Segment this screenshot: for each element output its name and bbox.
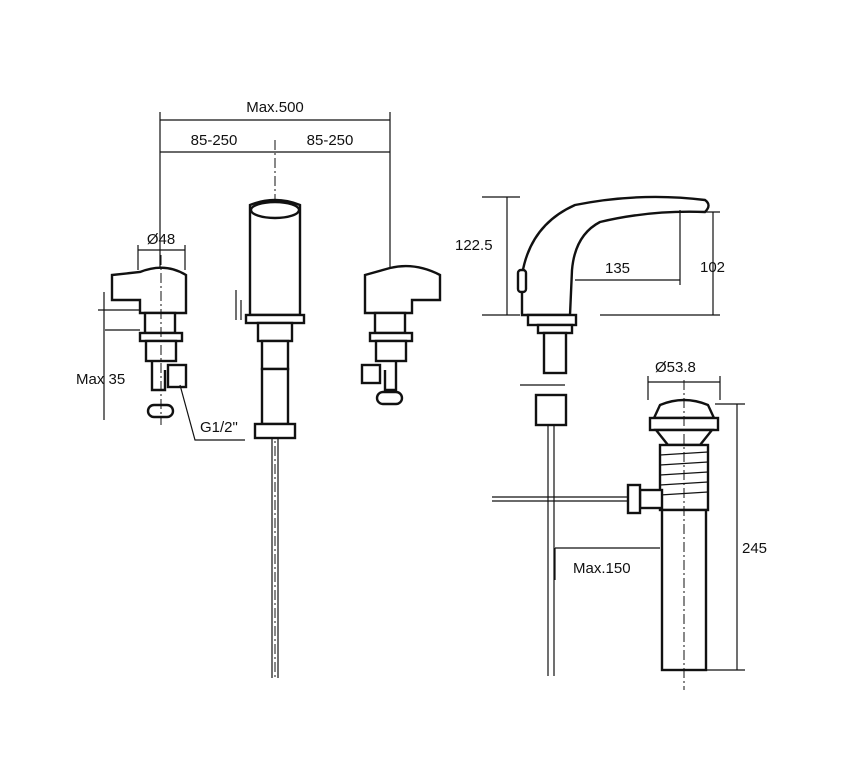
right-handle-valve (360, 264, 442, 406)
max-thickness-label: Max 35 (76, 371, 125, 388)
spout-reach-label: 135 (605, 260, 630, 277)
right-spacing-label: 85-250 (307, 132, 354, 149)
max-width-label: Max.500 (246, 99, 304, 116)
left-spacing-label: 85-250 (191, 132, 238, 149)
thread-label: G1/2" (200, 419, 238, 436)
drain-diameter-label: Ø53.8 (655, 359, 696, 376)
max-rod-label: Max.150 (573, 560, 631, 577)
handle-diameter-label: Ø48 (147, 231, 175, 248)
pop-up-drain (626, 376, 745, 690)
spout-side-view (482, 195, 720, 676)
left-handle-valve (98, 245, 245, 441)
drain-length-label: 245 (742, 540, 767, 557)
spout-clearance-label: 102 (700, 259, 725, 276)
spout-height-label: 122.5 (455, 237, 493, 254)
center-spout-front (235, 198, 306, 678)
